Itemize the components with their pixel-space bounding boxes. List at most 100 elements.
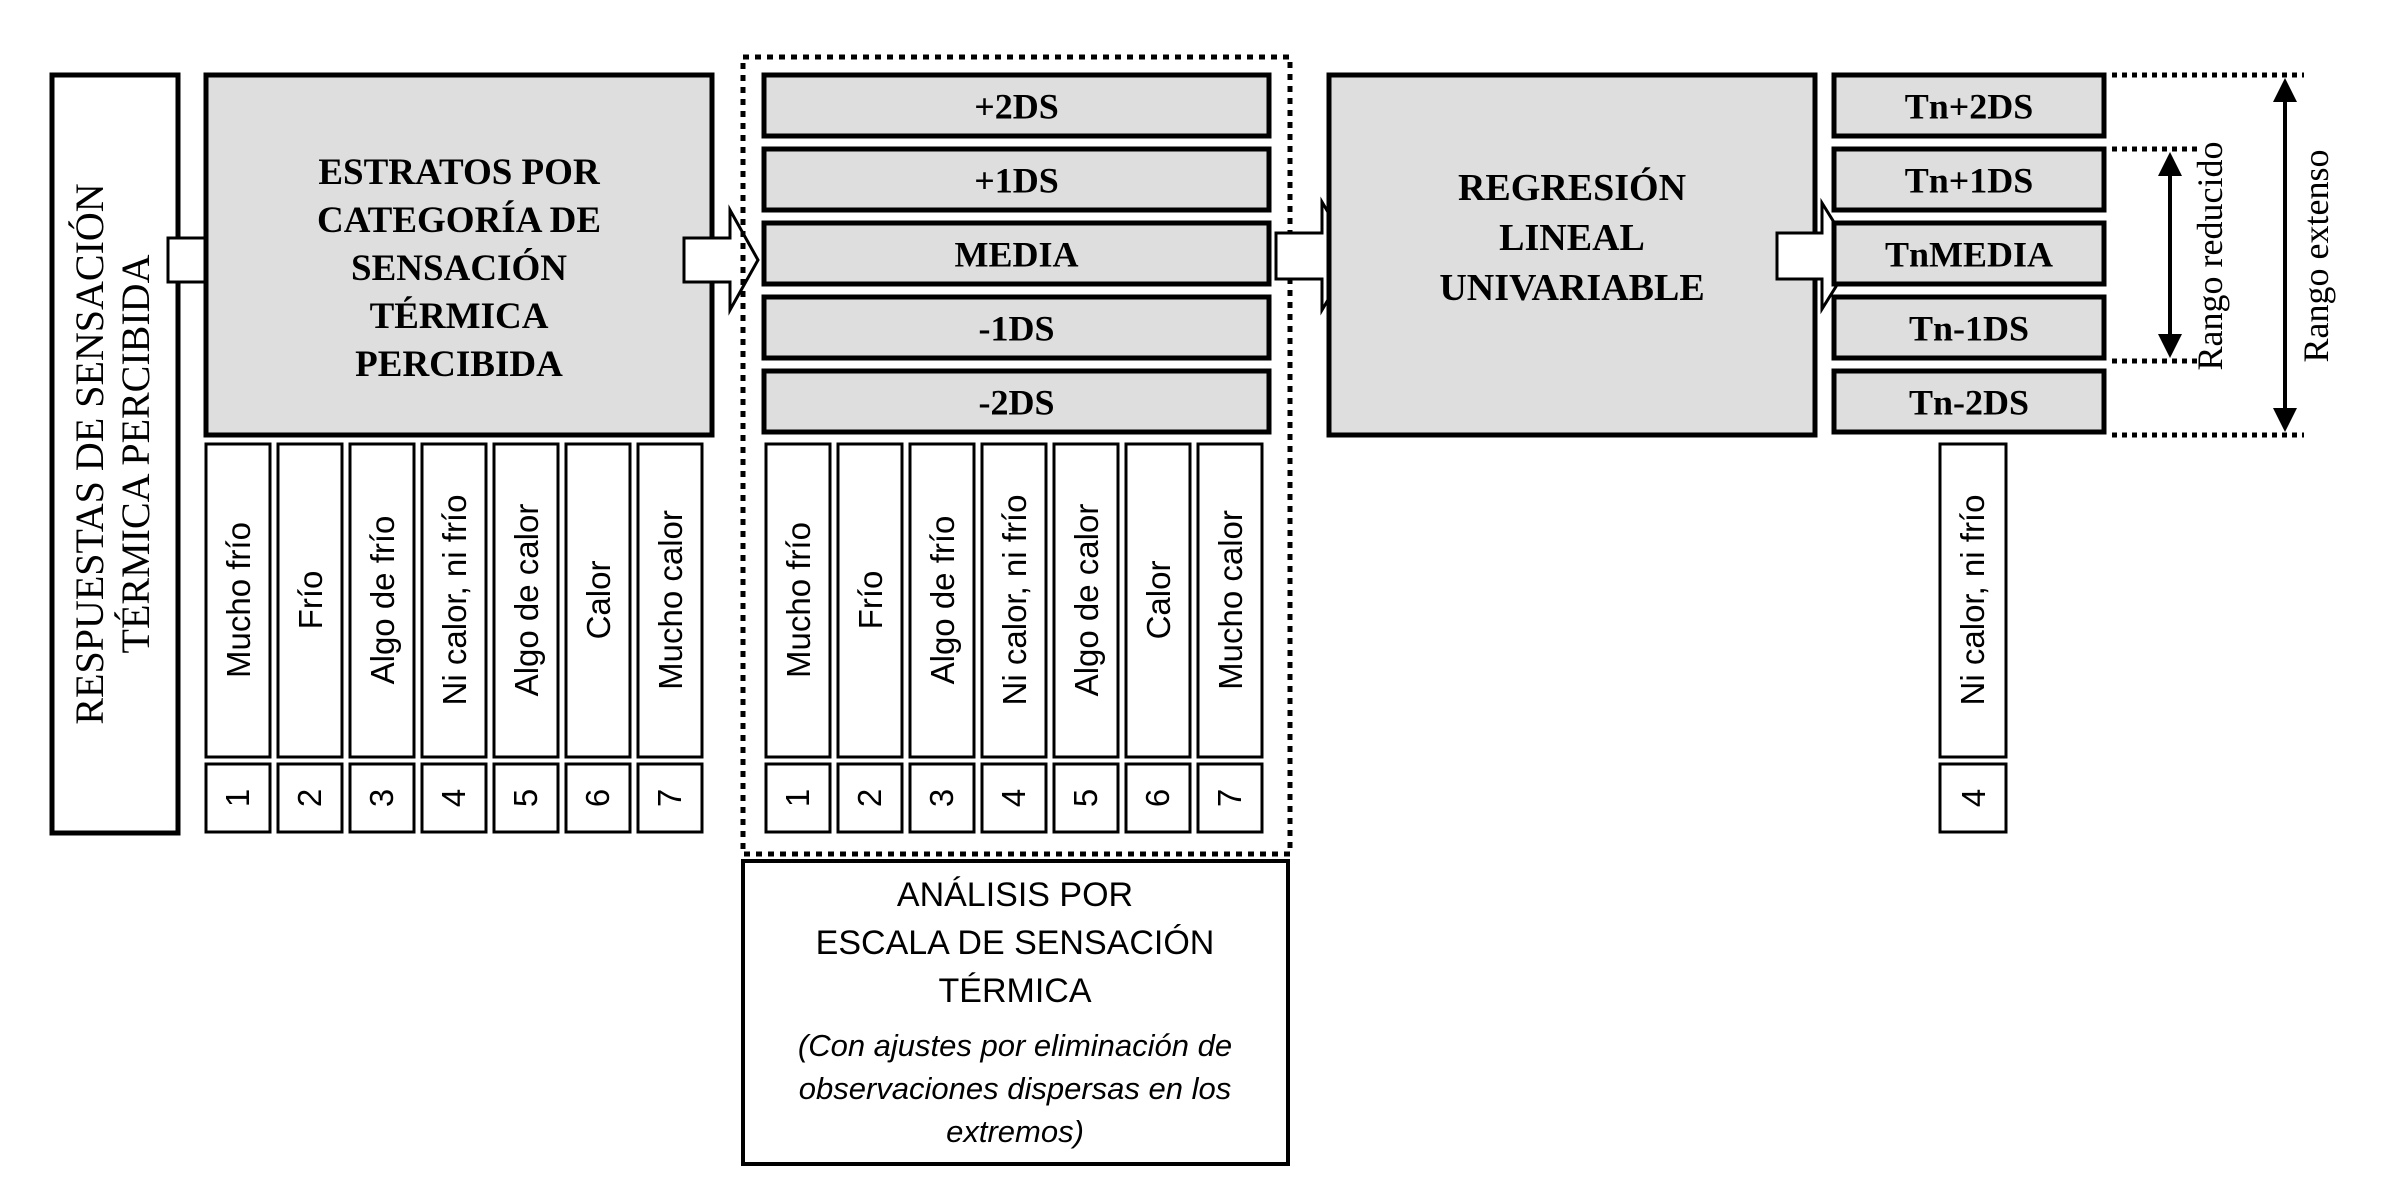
strata-category-label-4: Ni calor, ni frío — [436, 495, 473, 706]
strata-category-label-3: Algo de frío — [364, 516, 401, 685]
reduced-range-arrow: Rango reducido — [2158, 142, 2230, 371]
strata-category-number-4: 4 — [435, 789, 472, 807]
stat-label-1: +2DS — [974, 87, 1059, 127]
strata-line-5: PERCIBIDA — [355, 344, 563, 385]
analysis-category-number-cell-2 — [836, 762, 904, 834]
tn-stat-label-4: Tn-1DS — [1909, 309, 2029, 349]
stat-label-4: -1DS — [978, 309, 1054, 349]
strata-category-number-3: 3 — [363, 789, 400, 807]
strata-category-number-6: 6 — [579, 789, 616, 807]
stat-label-2: +1DS — [974, 161, 1059, 201]
analysis-category-number-4: 4 — [995, 789, 1032, 807]
analysis-category-cell-3 — [908, 442, 976, 759]
analysis-category-cell-6 — [1124, 442, 1192, 759]
analysis-category-number-cell-1 — [764, 762, 832, 834]
input-label-line1: RESPUESTAS DE SENSACIÓN — [67, 183, 112, 724]
strata-category-number-5: 5 — [507, 789, 544, 807]
strata-category-label-6: Calor — [580, 561, 617, 640]
stats-stack: +2DS +1DS MEDIA -1DS -2DS — [761, 72, 1272, 435]
analysis-category-cell-1 — [764, 442, 832, 759]
analysis-category-label-4: Ni calor, ni frío — [996, 495, 1033, 706]
analysis-category-cell-2 — [836, 442, 904, 759]
strata-category-number-cell-7 — [636, 762, 704, 834]
tn-stat-box-1 — [1831, 72, 2107, 139]
neutral-category: Ni calor, ni frío 4 — [1938, 442, 2008, 834]
regression-box: REGRESIÓN LINEAL UNIVARIABLE — [1326, 72, 1818, 438]
analysis-category-label-6: Calor — [1140, 561, 1177, 640]
strata-line-2: CATEGORÍA DE — [317, 199, 601, 241]
neutral-category-number: 4 — [1955, 789, 1992, 807]
tn-stat-box-3 — [1831, 220, 2107, 287]
stat-box-3 — [761, 220, 1272, 287]
analysis-category-number-6: 6 — [1139, 789, 1176, 807]
strata-category-number-cell-2 — [276, 762, 344, 834]
stat-label-3: MEDIA — [955, 235, 1079, 275]
tn-stat-box-2 — [1831, 146, 2107, 213]
strata-category-number-cell-5 — [492, 762, 560, 834]
extended-range-arrow: Rango extenso — [2273, 78, 2336, 432]
analysis-category-cell-4 — [980, 442, 1048, 759]
analysis-category-number-cell-3 — [908, 762, 976, 834]
analysis-note-2: observaciones dispersas en los — [799, 1071, 1232, 1106]
input-label-line2: TÉRMICA PERCIBIDA — [113, 254, 158, 653]
strata-line-1: ESTRATOS POR — [318, 152, 601, 193]
extended-range-label: Rango extenso — [2296, 150, 2336, 363]
analysis-category-label-5: Algo de calor — [1068, 504, 1105, 697]
analysis-category-label-3: Algo de frío — [924, 516, 961, 685]
strata-category-cell-7 — [636, 442, 704, 759]
stat-box-4 — [761, 294, 1272, 361]
analysis-category-number-cell-7 — [1196, 762, 1264, 834]
analysis-line-3: TÉRMICA — [939, 972, 1092, 1010]
strata-category-number-7: 7 — [651, 789, 688, 807]
tn-stat-box-4 — [1831, 294, 2107, 361]
strata-box: ESTRATOS POR CATEGORÍA DE SENSACIÓN TÉRM… — [203, 72, 715, 438]
reduced-range-label: Rango reducido — [2190, 142, 2230, 371]
analysis-category-number-cell-5 — [1052, 762, 1120, 834]
regression-line-2: LINEAL — [1499, 217, 1645, 259]
tn-stat-label-1: Tn+2DS — [1905, 87, 2034, 127]
strata-category-label-7: Mucho calor — [652, 510, 689, 690]
strata-category-cell-5 — [492, 442, 560, 759]
strata-category-number-cell-4 — [420, 762, 488, 834]
range-leaders — [2112, 72, 2304, 438]
strata-category-cell-6 — [564, 442, 632, 759]
analysis-category-number-7: 7 — [1211, 789, 1248, 807]
neutral-category-label: Ni calor, ni frío — [1954, 495, 1991, 706]
analysis-category-number-3: 3 — [923, 789, 960, 807]
strata-category-label-2: Frío — [292, 571, 329, 630]
tn-stat-label-2: Tn+1DS — [1905, 161, 2034, 201]
analysis-category-label-2: Frío — [852, 571, 889, 630]
strata-category-cell-1 — [204, 442, 272, 759]
strata-line-4: TÉRMICA — [370, 295, 549, 337]
input-label-box: RESPUESTAS DE SENSACIÓN TÉRMICA PERCIBID… — [49, 72, 181, 836]
tn-stats-stack: Tn+2DS Tn+1DS TnMEDIA Tn-1DS Tn-2DS — [1831, 72, 2107, 435]
tn-stat-label-3: TnMEDIA — [1885, 235, 2053, 275]
analysis-category-number-2: 2 — [851, 789, 888, 807]
analysis-category-cell-5 — [1052, 442, 1120, 759]
stat-box-5 — [761, 368, 1272, 435]
analysis-category-label-7: Mucho calor — [1212, 510, 1249, 690]
strata-category-cell-4 — [420, 442, 488, 759]
strata-category-cell-2 — [276, 442, 344, 759]
analysis-category-cell-7 — [1196, 442, 1264, 759]
analysis-line-1: ANÁLISIS POR — [897, 876, 1133, 914]
strata-category-number-cell-3 — [348, 762, 416, 834]
tn-stat-box-5 — [1831, 368, 2107, 435]
analysis-caption-box: ANÁLISIS POR ESCALA DE SENSACIÓN TÉRMICA… — [741, 859, 1290, 1166]
analysis-note-3: extremos) — [946, 1114, 1084, 1149]
analysis-category-label-1: Mucho frío — [780, 522, 817, 678]
strata-category-label-1: Mucho frío — [220, 522, 257, 678]
regression-line-1: REGRESIÓN — [1458, 167, 1686, 209]
analysis-category-number-cell-4 — [980, 762, 1048, 834]
strata-category-label-5: Algo de calor — [508, 504, 545, 697]
strata-category-number-cell-1 — [204, 762, 272, 834]
regression-line-3: UNIVARIABLE — [1439, 267, 1704, 309]
analysis-category-number-5: 5 — [1067, 789, 1104, 807]
analysis-line-2: ESCALA DE SENSACIÓN — [816, 924, 1215, 962]
tn-stat-label-5: Tn-2DS — [1909, 383, 2029, 423]
stat-label-5: -2DS — [978, 383, 1054, 423]
strata-category-number-2: 2 — [291, 789, 328, 807]
